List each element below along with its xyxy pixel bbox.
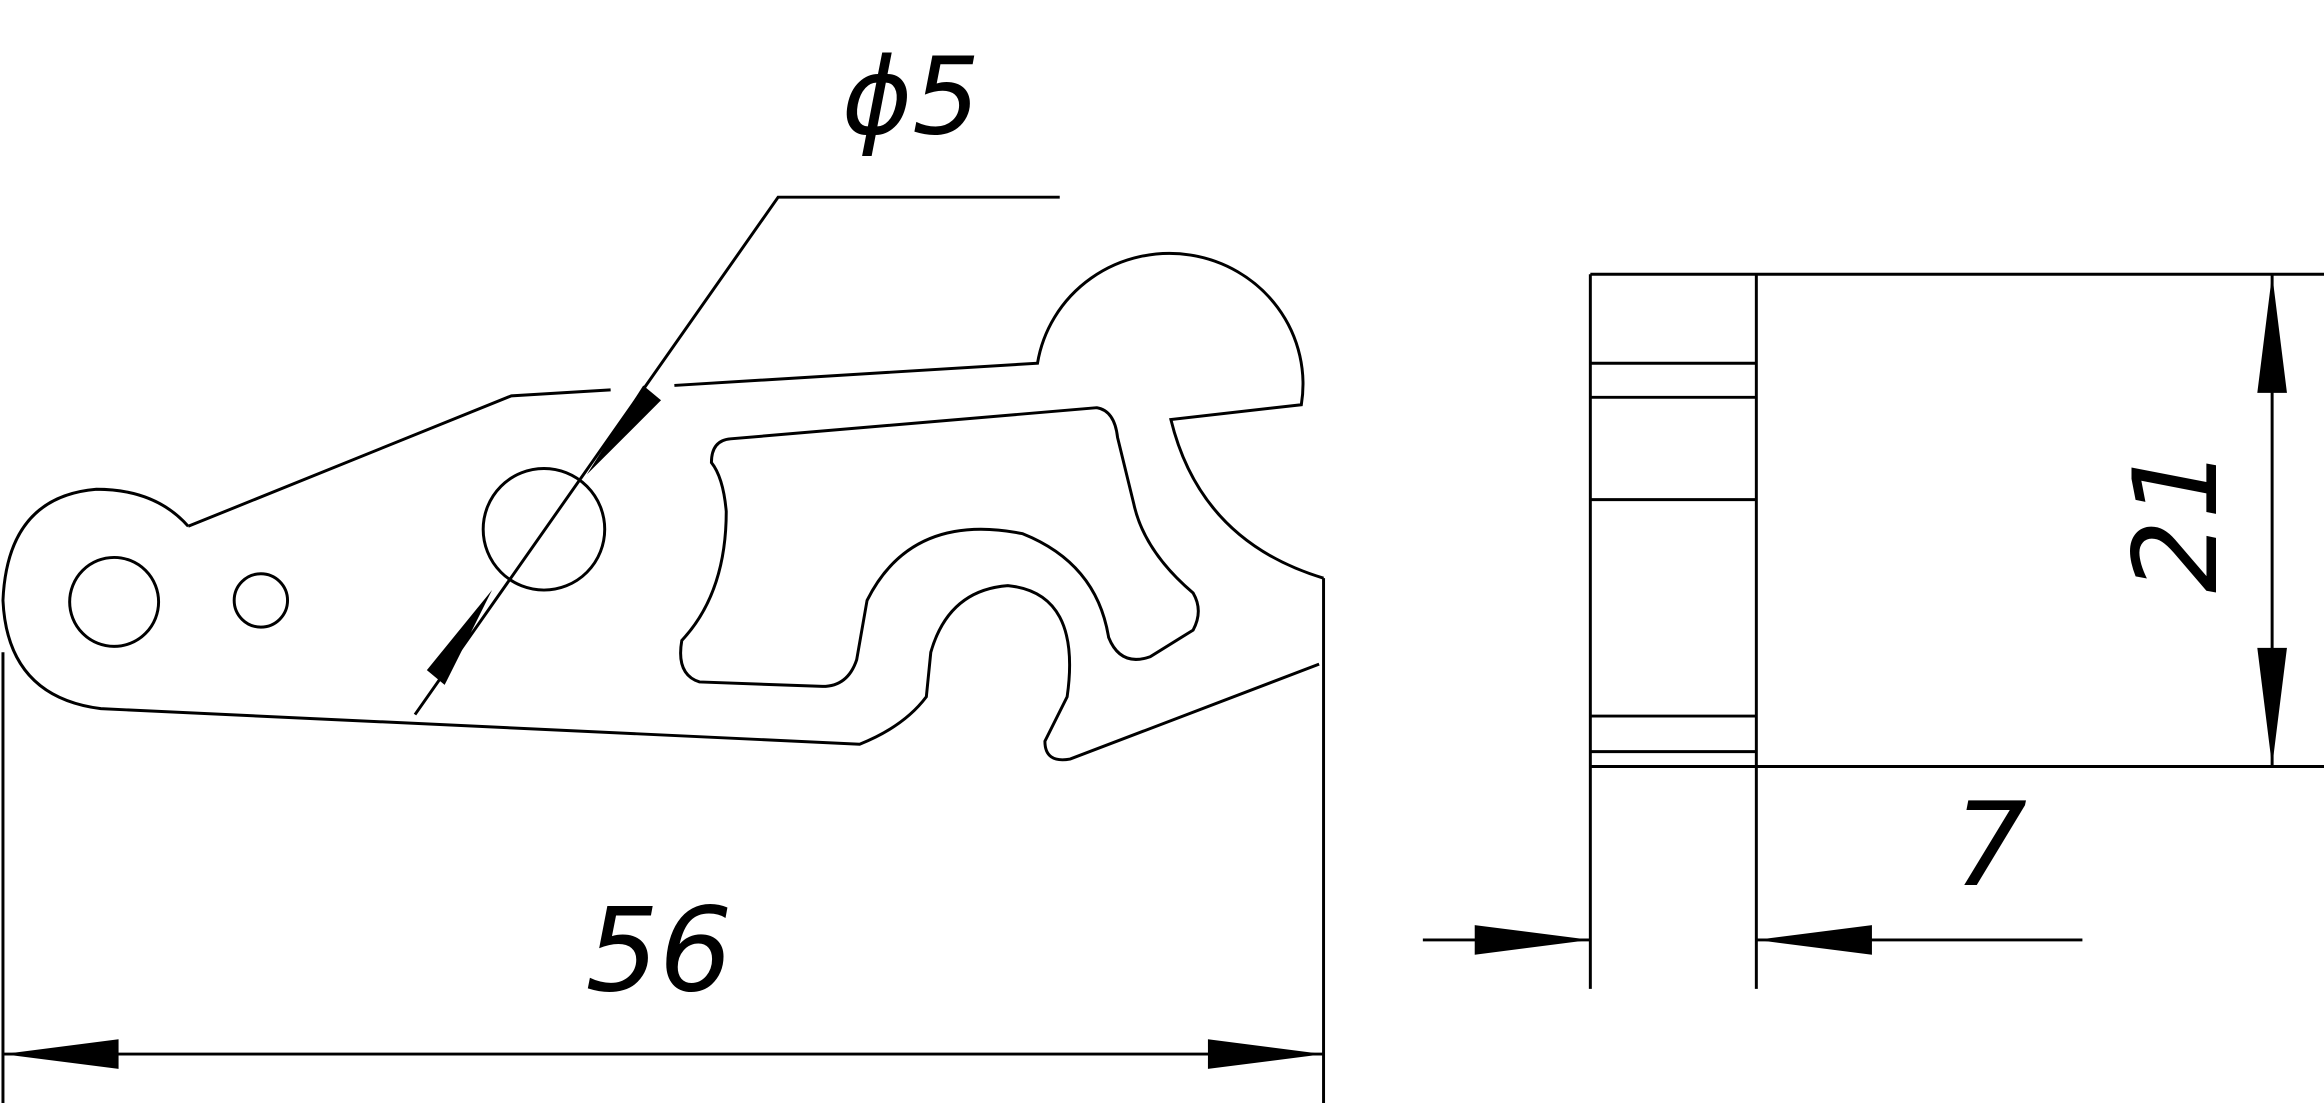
height-dimension: 21 <box>2110 274 2287 767</box>
arrowhead <box>586 385 662 475</box>
part-outline <box>1 251 1324 762</box>
side-view <box>1588 272 2324 989</box>
hole-d5 <box>481 466 607 592</box>
front-view <box>1 251 1326 1103</box>
pivot-hole-small <box>232 572 290 629</box>
height-label: 21 <box>2110 446 2244 593</box>
diameter-dimension: ϕ5 <box>413 35 1060 716</box>
arrowhead <box>1474 925 1591 955</box>
arrowhead <box>2 1039 119 1069</box>
leader-line <box>413 195 1060 716</box>
length-label: 56 <box>585 884 732 1018</box>
inner-cutout <box>679 406 1200 688</box>
arrowhead <box>2257 274 2287 393</box>
arrowhead <box>426 590 493 685</box>
length-dimension: 56 <box>2 884 1324 1069</box>
thickness-dimension: 7 <box>1422 779 2083 955</box>
arrowhead <box>2257 647 2287 767</box>
arrowhead <box>1756 925 1872 955</box>
arrowhead <box>1207 1039 1324 1069</box>
diameter-label: ϕ5 <box>842 35 980 159</box>
thickness-label: 7 <box>1953 779 2027 913</box>
pivot-hole-large <box>68 555 161 648</box>
